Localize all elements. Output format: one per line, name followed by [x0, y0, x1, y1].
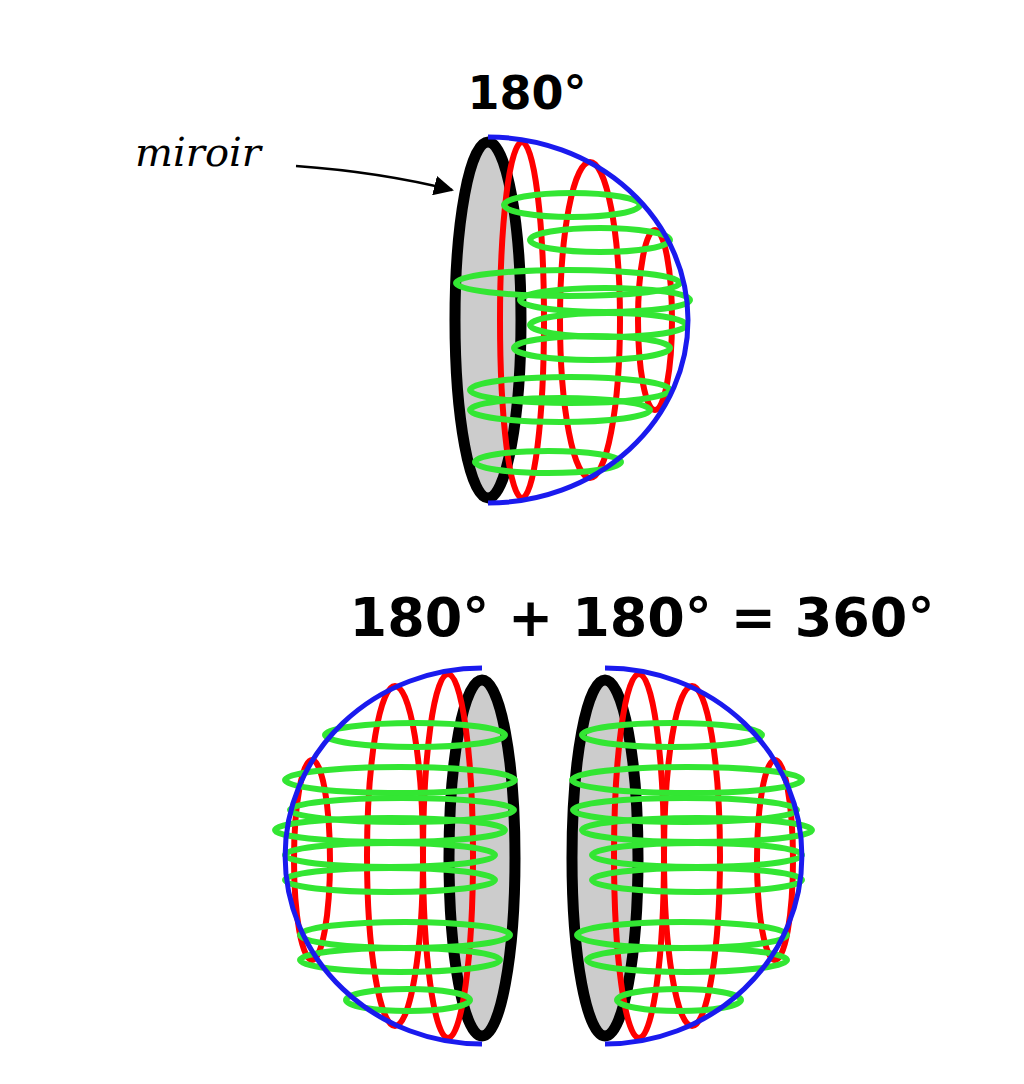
leader-arrow [296, 166, 452, 190]
left-hemisphere [275, 668, 515, 1044]
mirror-label: miroir [135, 130, 261, 174]
meridian-rings [500, 142, 672, 498]
sum-label: 180° + 180° = 360° [350, 588, 935, 647]
hemisphere-outline [488, 137, 688, 503]
parallel-rings [456, 193, 690, 473]
top-hemisphere [455, 137, 690, 503]
mirror-disc [455, 142, 521, 498]
right-hemisphere [572, 668, 812, 1044]
angle-label: 180° [467, 68, 586, 119]
